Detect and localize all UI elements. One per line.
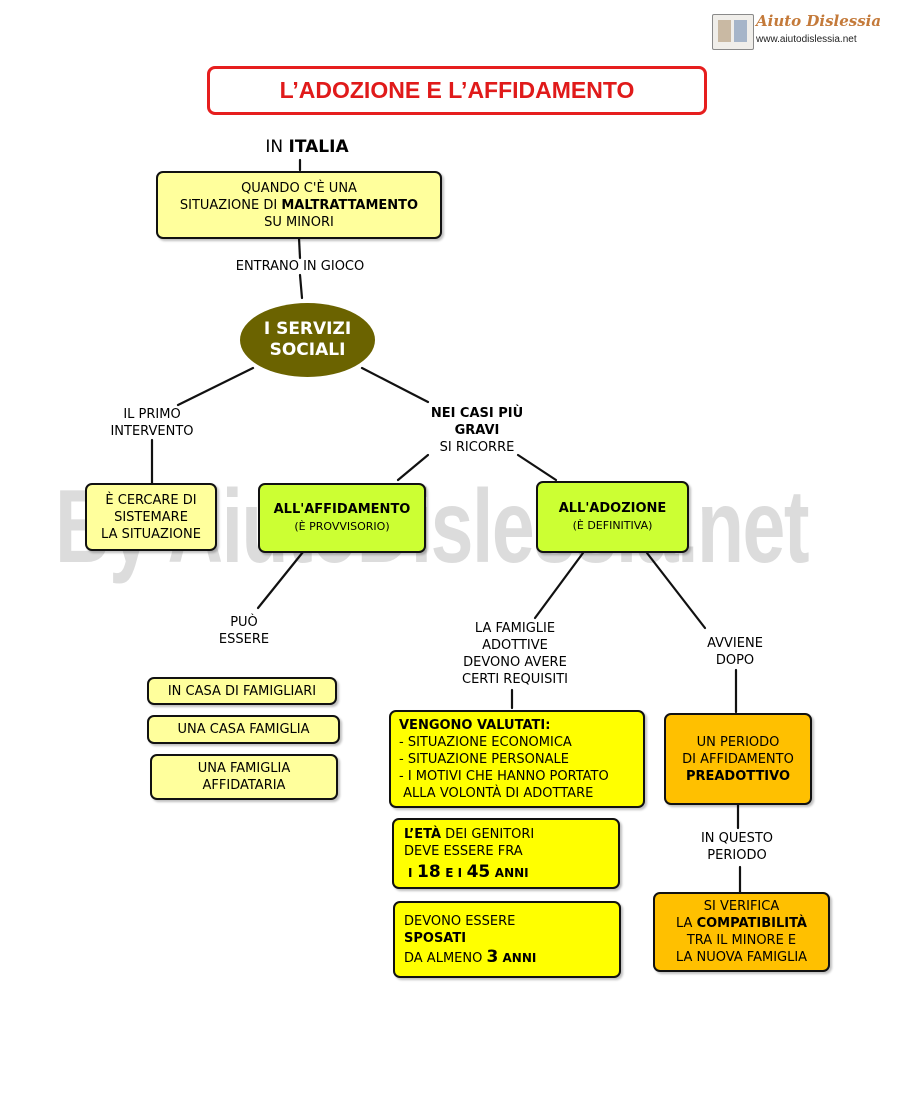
logo-book-icon	[712, 14, 754, 50]
label-entrano-in-gioco: ENTRANO IN GIOCO	[235, 259, 365, 274]
page-title: L’ADOZIONE E L’AFFIDAMENTO	[207, 66, 707, 115]
label-casi-gravi: NEI CASI PIÙ GRAVI SI RICORRE	[430, 406, 524, 455]
label-in-italia: IN ITALIA	[265, 137, 349, 157]
box-maltrattamento: QUANDO C'È UNA SITUAZIONE DI MALTRATTAME…	[156, 171, 442, 239]
box-sistemare-situazione: È CERCARE DI SISTEMARE LA SITUAZIONE	[85, 483, 217, 551]
box-famiglia-affidataria: UNA FAMIGLIA AFFIDATARIA	[150, 754, 338, 800]
box-casa-famiglia: UNA CASA FAMIGLIA	[147, 715, 340, 744]
box-vengono-valutati: VENGONO VALUTATI: - SITUAZIONE ECONOMICA…	[389, 710, 645, 808]
logo-name: Aiuto Dislessia	[756, 12, 882, 30]
box-eta-genitori: L’ETÀ DEI GENITORI DEVE ESSERE FRA I 18 …	[392, 818, 620, 889]
box-compatibilita: SI VERIFICA LA COMPATIBILITÀ TRA IL MINO…	[653, 892, 830, 972]
label-requisiti: LA FAMIGLIE ADOTTIVE DEVONO AVERE CERTI …	[462, 621, 568, 687]
box-adozione: ALL'ADOZIONE (È DEFINITIVA)	[536, 481, 689, 553]
box-affidamento: ALL'AFFIDAMENTO (È PROVVISORIO)	[258, 483, 426, 553]
box-preadottivo: UN PERIODO DI AFFIDAMENTO PREADOTTIVO	[664, 713, 812, 805]
box-sposati: DEVONO ESSERE SPOSATI DA ALMENO 3 ANNI	[393, 901, 621, 978]
logo[interactable]: Aiuto Dislessia www.aiutodislessia.net	[712, 12, 881, 50]
box-casa-famigliari: IN CASA DI FAMIGLIARI	[147, 677, 337, 705]
logo-url: www.aiutodislessia.net	[756, 34, 857, 45]
